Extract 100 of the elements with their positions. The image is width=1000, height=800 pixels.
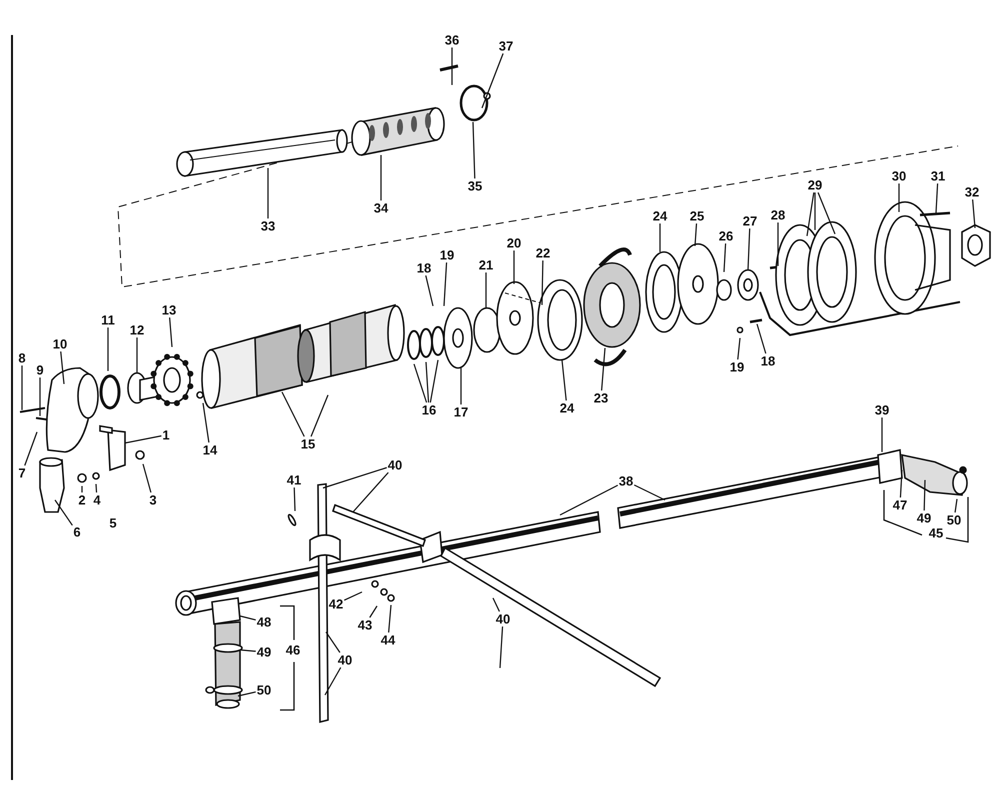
leader-line (723, 243, 726, 272)
callout-number: 1 (161, 428, 171, 442)
leader-line (322, 467, 387, 489)
leader-line (60, 351, 65, 384)
leader-line (380, 155, 382, 200)
callout-number: 49 (916, 510, 932, 526)
leader-line (737, 338, 741, 360)
callout-number: 40 (336, 652, 354, 668)
callout-number: 25 (688, 208, 706, 224)
leader-line (472, 122, 476, 179)
callout-number: 3 (148, 492, 158, 508)
leader-line (924, 480, 926, 511)
leader-line (169, 317, 173, 348)
callout-number: 33 (260, 218, 276, 234)
leader-line (124, 435, 162, 444)
callout-number: 31 (930, 168, 946, 184)
leader-line (142, 464, 152, 493)
callout-number: 43 (356, 618, 374, 632)
callout-number: 24 (652, 208, 668, 224)
leader-line (352, 472, 389, 512)
callout-number: 26 (718, 228, 734, 244)
callout-number: 18 (416, 260, 432, 276)
leader-line (324, 667, 342, 696)
leader-line (443, 262, 448, 306)
leader-line (541, 260, 544, 306)
leader-line (492, 598, 500, 612)
callout-number: 28 (770, 208, 786, 222)
callout-number: 42 (328, 596, 344, 612)
leader-line (972, 199, 976, 228)
leader-line (451, 48, 453, 85)
callout-number: 12 (128, 322, 146, 338)
leader-line (95, 484, 98, 493)
leader-line (81, 486, 83, 492)
callout-number: 13 (160, 302, 178, 318)
leader-line (326, 632, 340, 653)
callout-number: 35 (466, 178, 484, 194)
callout-number: 40 (494, 612, 512, 626)
leader-line (881, 418, 883, 452)
leader-line (24, 432, 38, 466)
leader-line (310, 394, 329, 437)
leader-line (136, 338, 138, 373)
callout-number: 50 (946, 512, 962, 528)
leader-line (240, 615, 256, 621)
leader-line (39, 378, 41, 416)
callout-number: 16 (420, 402, 438, 418)
leader-line (267, 168, 269, 218)
callout-number: 47 (892, 498, 908, 512)
leader-line (344, 591, 362, 601)
callout-number: 45 (928, 526, 944, 540)
callout-number: 9 (35, 362, 45, 378)
callout-number: 11 (100, 312, 116, 328)
leader-line (513, 250, 515, 284)
leader-line (388, 604, 392, 633)
callout-number: 23 (592, 390, 610, 406)
callout-number: 37 (498, 38, 514, 54)
leader-line (485, 272, 487, 308)
leader-line (694, 223, 698, 246)
callout-number: 46 (284, 642, 302, 658)
callout-number: 14 (202, 442, 218, 458)
callout-number: 5 (108, 516, 118, 530)
leader-line (747, 228, 750, 270)
callout-number: 29 (806, 178, 824, 192)
callout-number: 27 (742, 214, 758, 228)
callout-number: 8 (17, 350, 27, 366)
leader-line (369, 606, 378, 618)
callout-number: 17 (452, 404, 470, 420)
callout-number: 20 (506, 236, 522, 250)
callout-number: 22 (534, 246, 552, 260)
callout-number: 19 (438, 248, 456, 262)
callout-number: 4 (92, 492, 102, 508)
leader-line (806, 192, 814, 236)
callout-number: 15 (300, 436, 316, 452)
callout-number: 50 (256, 682, 272, 698)
callout-number: 30 (890, 168, 908, 184)
callout-number: 21 (478, 258, 494, 272)
leader-line (659, 224, 661, 252)
leader-line (777, 222, 779, 266)
callout-number: 41 (286, 472, 302, 488)
callout-number: 2 (77, 492, 87, 508)
leader-line (898, 184, 900, 212)
leader-line (425, 275, 434, 306)
callout-number: 34 (372, 200, 390, 216)
leader-line (935, 183, 938, 214)
callout-number: 49 (256, 644, 272, 660)
callout-number: 24 (558, 400, 576, 416)
leader-line (756, 324, 766, 354)
leader-line (202, 402, 210, 443)
callout-number: 7 (17, 466, 27, 480)
leader-line (634, 484, 666, 501)
leader-line (430, 360, 439, 403)
callout-number: 19 (728, 360, 746, 374)
callout-number: 32 (964, 184, 980, 200)
leader-line (294, 487, 296, 512)
leader-line (561, 360, 567, 401)
leader-line (900, 470, 903, 498)
leader-line (107, 328, 109, 371)
leader-line (425, 362, 430, 403)
callout-number: 40 (386, 458, 404, 472)
callout-number: 48 (256, 614, 272, 630)
leader-line (481, 53, 504, 108)
